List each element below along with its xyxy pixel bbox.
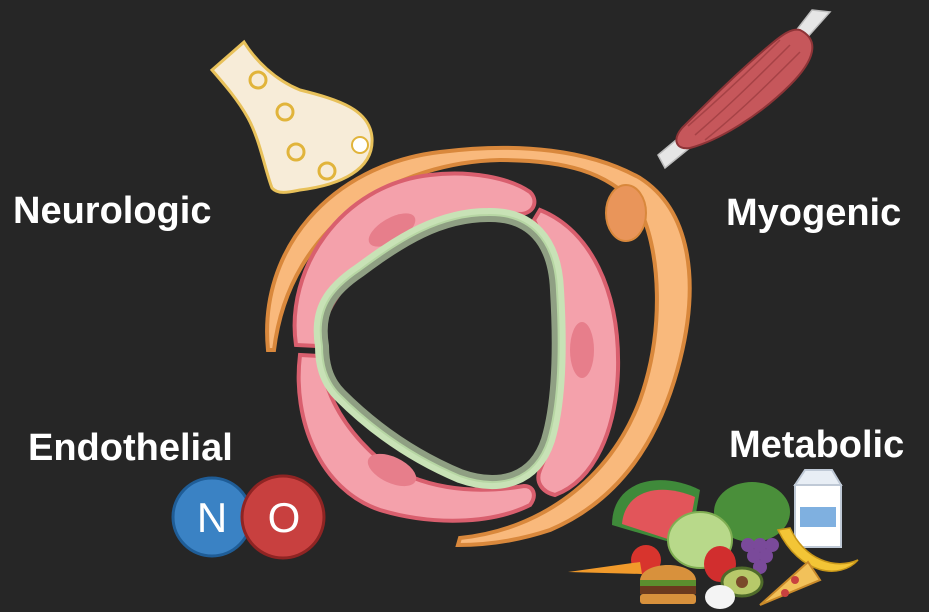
vesicle-icon [288,144,304,160]
label-myogenic: Myogenic [726,194,901,232]
avocado-pit [736,576,748,588]
label-metabolic: Metabolic [729,426,904,464]
adventitia-nucleus [606,185,646,241]
released-vesicle-icon [352,137,368,153]
vesicle-icon [250,72,266,88]
vesicle-icon [319,163,335,179]
milk-carton-label [800,507,836,527]
oxygen-symbol: O [268,494,301,541]
smooth-muscle-nucleus [570,322,594,378]
nitric-oxide-molecule-icon: N O [173,476,324,558]
vesicle-icon [277,104,293,120]
label-neurologic: Neurologic [13,192,211,230]
egg-icon [705,585,735,609]
label-endothelial: Endothelial [28,429,233,467]
burger-icon [640,565,696,604]
pizza-slice-icon [760,562,820,605]
carrot-icon [568,562,642,574]
milk-carton-top [795,470,841,485]
nerve-terminal-icon [212,42,372,192]
blood-vessel-cross-section-icon [267,148,690,545]
muscle-icon [658,10,830,168]
nitrogen-symbol: N [197,494,227,541]
